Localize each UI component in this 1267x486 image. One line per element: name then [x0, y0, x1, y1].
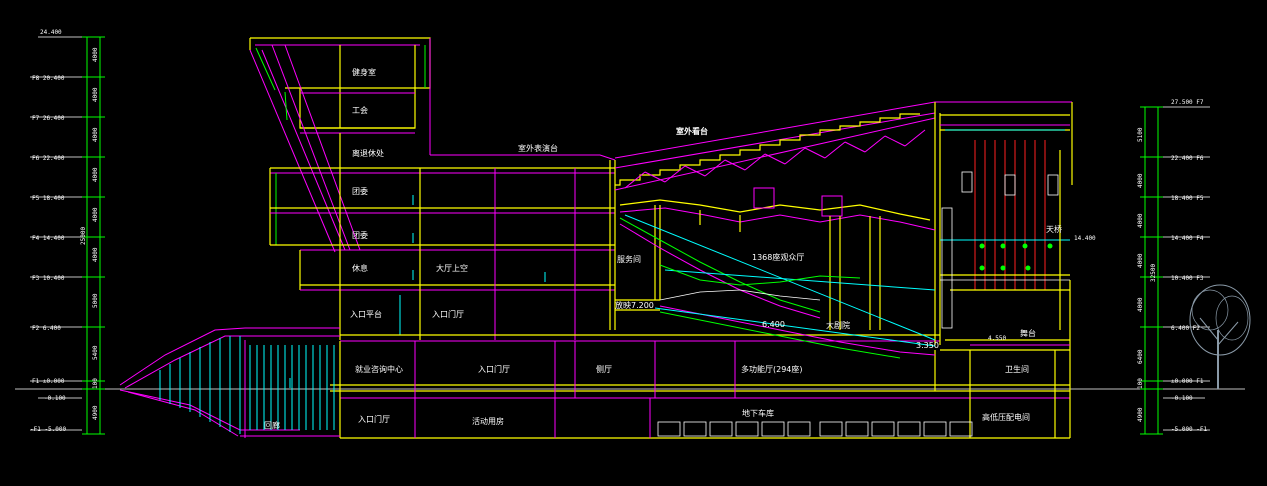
room-entrance-hall-basement: 入口门厅 [358, 414, 390, 424]
parking-cars [657, 421, 973, 437]
left-level-6: F3 10.400 [32, 275, 65, 282]
label-level-14400: 14.400 [1074, 235, 1096, 242]
room-entrance-hall-mid: 入口门厅 [478, 364, 510, 374]
room-activity: 活动用房 [472, 416, 504, 426]
label-level-4550: 4.550 [988, 335, 1006, 342]
room-stage: 舞台 [1020, 328, 1036, 338]
room-youth-2: 团委 [352, 230, 368, 240]
left-dimension-column: 24.400 F8 20.400 F7 26.400 F6 22.400 F5 … [30, 29, 105, 435]
label-level-6400: 6.400 [762, 320, 785, 329]
theater-roof [614, 101, 1073, 345]
left-level-5: F4 14.400 [32, 235, 65, 242]
left-level-3: F6 22.400 [32, 155, 65, 162]
left-seg-4: 4000 [92, 207, 99, 222]
left-level-4: F5 18.400 [32, 195, 65, 202]
room-employment-center: 就业咨询中心 [355, 364, 403, 374]
right-seg-2: 4000 [1137, 213, 1144, 228]
room-toilet: 卫生间 [1005, 364, 1029, 374]
entrance-stairs [119, 327, 340, 438]
office-tower [249, 37, 616, 340]
room-flytower: 天桥 [1046, 224, 1062, 234]
left-level-8: F1 ±0.000 [32, 378, 65, 385]
label-outdoor-stage-top: 室外看台 [676, 126, 708, 136]
right-level-1: 22.400 F6 [1171, 155, 1204, 162]
room-service: 服务间 [617, 254, 641, 264]
right-level-2: 18.400 F5 [1171, 195, 1204, 202]
tree [1189, 284, 1251, 389]
room-rest: 休息 [352, 263, 368, 273]
right-level-5: 6.400 F2 [1171, 325, 1200, 332]
right-seg-1: 4000 [1137, 173, 1144, 188]
label-projection: 放映7.200 [615, 300, 654, 310]
left-seg-0: 4000 [92, 47, 99, 62]
right-seg-6: 100 [1137, 378, 1144, 389]
left-level-9: -0.100 [44, 395, 66, 402]
left-level-0: 24.400 [40, 29, 62, 36]
room-entrance-platform: 入口平台 [350, 309, 382, 319]
right-level-0: 27.500 F7 [1171, 99, 1204, 106]
right-level-6: ±0.000 F1 [1171, 378, 1204, 385]
lower-floors [330, 280, 1071, 439]
right-seg-7: 4900 [1137, 407, 1144, 422]
fly-tower [940, 114, 1070, 341]
label-outdoor-stage: 室外表演台 [518, 143, 558, 153]
right-seg-5: 6400 [1137, 349, 1144, 364]
left-seg-6: 5000 [92, 293, 99, 308]
right-total: 32500 [1150, 264, 1157, 282]
right-level-3: 14.400 F4 [1171, 235, 1204, 242]
left-seg-7: 5400 [92, 345, 99, 360]
room-side-hall: 侧厅 [596, 364, 612, 374]
room-auditorium: 1368座观众厅 [752, 252, 804, 262]
left-total: 25000 [80, 227, 87, 245]
room-corridor: 回廊 [264, 420, 280, 430]
room-gym: 健身室 [352, 67, 376, 77]
room-youth-1: 团委 [352, 186, 368, 196]
room-retired: 离退休处 [352, 148, 384, 158]
left-seg-2: 4000 [92, 127, 99, 142]
left-seg-1: 4000 [92, 87, 99, 102]
left-seg-9: 4900 [92, 405, 99, 420]
right-dimension-column: 27.500 F7 22.400 F6 18.400 F5 14.400 F4 … [1137, 99, 1210, 435]
left-level-1: F8 20.400 [32, 75, 65, 82]
right-seg-3: 4000 [1137, 253, 1144, 268]
right-seg-4: 4000 [1137, 297, 1144, 312]
right-seg-0: 5100 [1137, 127, 1144, 142]
left-seg-3: 4000 [92, 167, 99, 182]
room-garage: 地下车库 [742, 408, 774, 418]
right-level-7: -0.100 [1171, 395, 1193, 402]
left-level-2: F7 26.400 [32, 115, 65, 122]
room-hv: 高低压配电间 [982, 412, 1030, 422]
right-level-4: 10.400 F3 [1171, 275, 1204, 282]
left-seg-5: 4000 [92, 247, 99, 262]
left-seg-8: 100 [92, 378, 99, 389]
room-theater: 大剧院 [826, 320, 850, 330]
left-level-7: F2 6.400 [32, 325, 61, 332]
label-level-3350: 3.350 [916, 341, 939, 350]
right-level-8: -5.000 -F1 [1171, 426, 1208, 433]
left-level-10: -F1 -5.000 [30, 426, 67, 433]
room-entrance-hall-upper: 入口门厅 [432, 309, 464, 319]
auditorium [615, 187, 936, 359]
room-union: 工会 [352, 105, 368, 115]
room-multi-hall: 多功能厅(294座) [741, 364, 803, 374]
room-hall-void: 大厅上空 [436, 263, 468, 273]
